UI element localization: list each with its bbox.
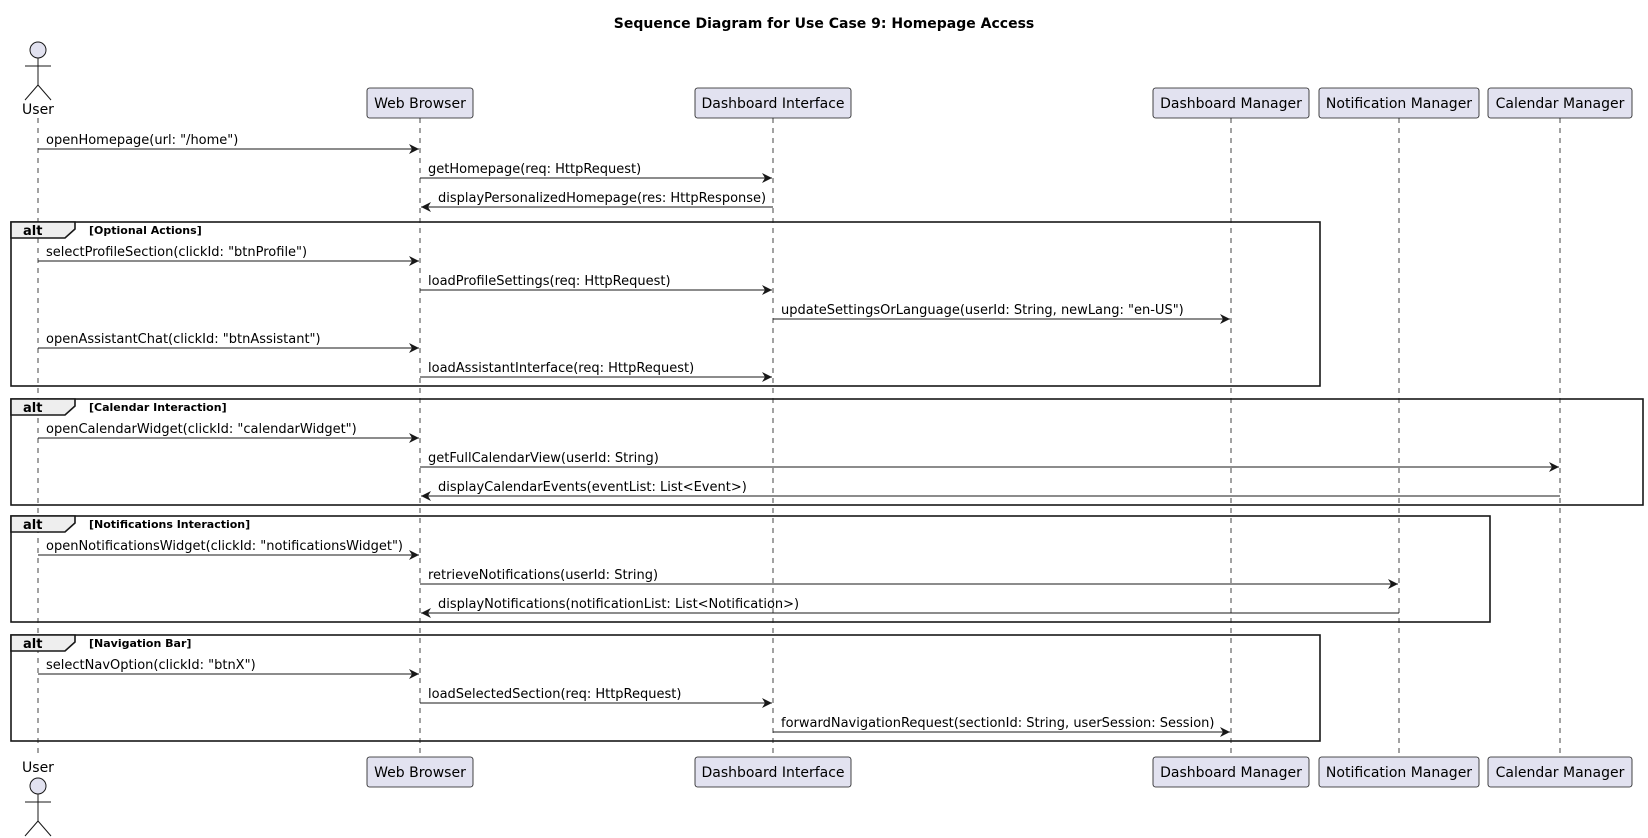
participant-notification-manager-top: Notification Manager bbox=[1318, 87, 1480, 119]
message-14: displayNotifications(notificationList: L… bbox=[421, 597, 1399, 618]
message-12: openNotificationsWidget(clickId: "notifi… bbox=[38, 539, 419, 560]
fragment-guard: [Calendar Interaction] bbox=[89, 401, 227, 414]
participant-dashboard-interface-bottom: Dashboard Interface bbox=[694, 756, 852, 788]
participant-label-bottom: Dashboard Manager bbox=[1160, 765, 1302, 781]
participant-label-top: Notification Manager bbox=[1326, 96, 1472, 112]
alt-fragment-2: alt [Calendar Interaction] bbox=[10, 398, 1644, 506]
participant-label-bottom: Web Browser bbox=[374, 765, 466, 781]
fragment-tab bbox=[10, 515, 76, 533]
message-11: displayCalendarEvents(eventList: List<Ev… bbox=[421, 480, 1560, 501]
alt-fragment-4: alt [Navigation Bar] bbox=[10, 634, 1321, 742]
participant-calendar-manager-bottom: Calendar Manager bbox=[1487, 756, 1633, 788]
message-8: loadAssistantInterface(req: HttpRequest) bbox=[420, 361, 772, 382]
participant-label-top: Web Browser bbox=[374, 96, 466, 112]
alt-fragment-1: alt [Optional Actions] bbox=[10, 221, 1321, 387]
fragment-operator: alt bbox=[23, 637, 42, 652]
message-label: openCalendarWidget(clickId: "calendarWid… bbox=[46, 422, 357, 437]
participant-dashboard-manager-bottom: Dashboard Manager bbox=[1152, 756, 1310, 788]
participant-web-browser-bottom: Web Browser bbox=[366, 756, 474, 788]
alt-fragment-3: alt [Notifications Interaction] bbox=[10, 515, 1491, 623]
actor-user-bottom: User bbox=[22, 760, 54, 837]
message-label: loadAssistantInterface(req: HttpRequest) bbox=[428, 361, 694, 376]
diagram-title: Sequence Diagram for Use Case 9: Homepag… bbox=[614, 16, 1034, 32]
actor-user-top: User bbox=[22, 41, 54, 118]
message-9: openCalendarWidget(clickId: "calendarWid… bbox=[38, 422, 419, 443]
message-label: openAssistantChat(clickId: "btnAssistant… bbox=[46, 332, 321, 347]
fragment-tab bbox=[10, 398, 76, 416]
participant-label-top: Dashboard Manager bbox=[1160, 96, 1302, 112]
message-label: retrieveNotifications(userId: String) bbox=[428, 568, 658, 583]
actor-bottom-icon bbox=[24, 777, 52, 837]
message-16: loadSelectedSection(req: HttpRequest) bbox=[420, 687, 772, 708]
message-label: loadProfileSettings(req: HttpRequest) bbox=[428, 274, 671, 289]
participant-dashboard-manager-top: Dashboard Manager bbox=[1152, 87, 1310, 119]
participant-web-browser-top: Web Browser bbox=[366, 87, 474, 119]
actor-label-bottom: User bbox=[22, 760, 54, 776]
fragment-operator: alt bbox=[23, 224, 42, 239]
participant-label-bottom: Calendar Manager bbox=[1496, 765, 1625, 781]
fragment-tab bbox=[10, 221, 76, 239]
message-label: selectNavOption(clickId: "btnX") bbox=[46, 658, 256, 673]
fragment-tab bbox=[10, 634, 76, 652]
message-17: forwardNavigationRequest(sectionId: Stri… bbox=[773, 716, 1230, 737]
message-5: loadProfileSettings(req: HttpRequest) bbox=[420, 274, 772, 295]
message-6: updateSettingsOrLanguage(userId: String,… bbox=[773, 303, 1230, 324]
message-3: displayPersonalizedHomepage(res: HttpRes… bbox=[421, 191, 773, 212]
message-7: openAssistantChat(clickId: "btnAssistant… bbox=[38, 332, 419, 353]
participant-dashboard-interface-top: Dashboard Interface bbox=[694, 87, 852, 119]
fragment-guard: [Optional Actions] bbox=[89, 224, 202, 237]
actor-label-top: User bbox=[22, 102, 54, 118]
fragment-guard: [Notifications Interaction] bbox=[89, 518, 250, 531]
message-10: getFullCalendarView(userId: String) bbox=[420, 451, 1559, 472]
actor-top-icon bbox=[24, 41, 52, 101]
participant-label-bottom: Dashboard Interface bbox=[701, 765, 844, 781]
message-label: displayCalendarEvents(eventList: List<Ev… bbox=[438, 480, 747, 495]
message-1: openHomepage(url: "/home") bbox=[38, 133, 419, 154]
message-4: selectProfileSection(clickId: "btnProfil… bbox=[38, 245, 419, 266]
message-label: openHomepage(url: "/home") bbox=[46, 133, 238, 148]
participant-label-top: Dashboard Interface bbox=[701, 96, 844, 112]
message-label: getFullCalendarView(userId: String) bbox=[428, 451, 659, 466]
message-15: selectNavOption(clickId: "btnX") bbox=[38, 658, 419, 679]
participant-label-bottom: Notification Manager bbox=[1326, 765, 1472, 781]
fragment-operator: alt bbox=[23, 518, 42, 533]
message-label: loadSelectedSection(req: HttpRequest) bbox=[428, 687, 681, 702]
message-label: displayNotifications(notificationList: L… bbox=[438, 597, 799, 612]
message-label: forwardNavigationRequest(sectionId: Stri… bbox=[781, 716, 1214, 731]
message-label: displayPersonalizedHomepage(res: HttpRes… bbox=[438, 191, 766, 206]
fragment-guard: [Navigation Bar] bbox=[89, 637, 191, 650]
message-label: selectProfileSection(clickId: "btnProfil… bbox=[46, 245, 307, 260]
fragment-operator: alt bbox=[23, 401, 42, 416]
message-label: openNotificationsWidget(clickId: "notifi… bbox=[46, 539, 403, 554]
message-2: getHomepage(req: HttpRequest) bbox=[420, 162, 772, 183]
message-13: retrieveNotifications(userId: String) bbox=[420, 568, 1398, 589]
message-label: updateSettingsOrLanguage(userId: String,… bbox=[781, 303, 1184, 318]
message-label: getHomepage(req: HttpRequest) bbox=[428, 162, 641, 177]
participant-label-top: Calendar Manager bbox=[1496, 96, 1625, 112]
participant-notification-manager-bottom: Notification Manager bbox=[1318, 756, 1480, 788]
participant-calendar-manager-top: Calendar Manager bbox=[1487, 87, 1633, 119]
